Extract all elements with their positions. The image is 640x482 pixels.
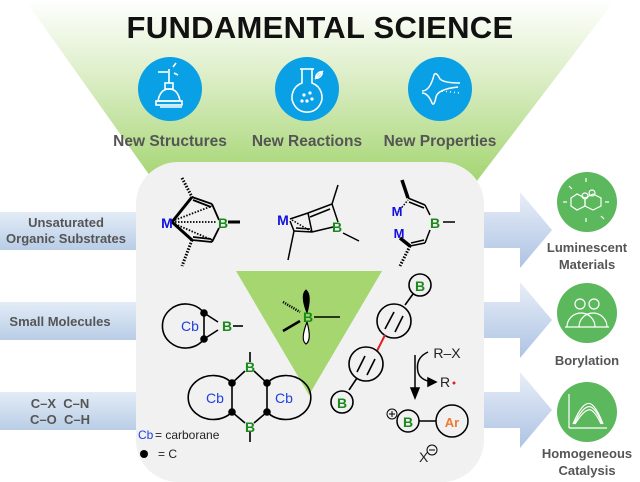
- input-line: C–X C–N: [30, 396, 90, 411]
- output-label-luminescent: Luminescent Materials: [532, 239, 640, 273]
- boron-label: B: [332, 219, 342, 235]
- boron-label: B: [303, 309, 313, 325]
- minus-charge-icon: [426, 444, 438, 456]
- capitol-dome-icon: [155, 62, 183, 108]
- boron-label: B: [415, 278, 425, 294]
- boron-label: B: [218, 215, 228, 231]
- fused-ring-luminescence-icon: [563, 178, 609, 222]
- legend-dot-text: = C: [158, 447, 177, 461]
- input-band-bonds: [0, 392, 140, 430]
- radical-label: R: [440, 374, 450, 390]
- round-flask-icon: [291, 68, 324, 113]
- metal-label: M: [392, 204, 403, 219]
- reactions-circle: [275, 57, 339, 121]
- boron-label: B: [245, 359, 255, 375]
- luminescent-circle: [557, 172, 617, 232]
- input-band-unsaturated: [0, 212, 140, 250]
- properties-circle: [408, 57, 472, 121]
- catalysis-circle: [557, 382, 617, 442]
- top-label-structures: New Structures: [113, 133, 227, 150]
- boron-label: B: [430, 215, 440, 231]
- input-band-small-molecules: [0, 302, 140, 340]
- output-line: Materials: [558, 257, 616, 272]
- carbon-boron-overlap-icon: [565, 298, 609, 328]
- output-label-borylation: Borylation: [554, 353, 620, 368]
- reaction-curve-icon: [568, 394, 607, 429]
- structure-diboryl-biaryl: [330, 273, 432, 414]
- output-arrow: [478, 282, 552, 358]
- output-label-catalysis: Homogeneous Catalysis: [532, 445, 640, 479]
- plus-charge-icon: [386, 408, 398, 420]
- carborane-label: Cb: [206, 390, 224, 406]
- structures-circle: [138, 57, 202, 121]
- input-label-bonds: C–X C–N C–O C–H: [0, 396, 120, 428]
- anion-label: X: [419, 449, 429, 465]
- metal-label: M: [161, 215, 173, 231]
- output-line: Luminescent: [546, 240, 628, 255]
- structure-metal-borole-1: [170, 177, 240, 267]
- output-arrow: [478, 192, 552, 268]
- boron-label: B: [337, 395, 347, 411]
- page-title: FUNDAMENTAL SCIENCE: [126, 10, 514, 45]
- boron-label: B: [222, 318, 232, 334]
- carborane-label: Cb: [275, 390, 293, 406]
- metal-label: M: [394, 226, 405, 241]
- radical-dot: [452, 381, 456, 385]
- output-arrow: [478, 372, 552, 448]
- carbon-dot-icon: [140, 450, 148, 458]
- aryl-label: Ar: [445, 415, 459, 430]
- top-label-reactions: New Reactions: [251, 133, 363, 150]
- halide-reagent-label: R–X: [433, 345, 461, 361]
- input-label-small-molecules: Small Molecules: [9, 314, 111, 329]
- input-line: Organic Substrates: [6, 231, 126, 246]
- legend-cb-text: = carborane: [155, 428, 220, 442]
- structure-dimetal-borane: [397, 179, 455, 267]
- cyclic-voltammogram-icon: [421, 72, 461, 105]
- input-label-unsaturated: Unsaturated Organic Substrates: [0, 215, 132, 247]
- input-line: Unsaturated: [28, 215, 104, 230]
- structure-metal-borole-2: [287, 184, 360, 261]
- metal-label: M: [277, 212, 289, 228]
- output-line: Catalysis: [558, 463, 616, 478]
- structure-radical-scheme: [396, 351, 469, 438]
- structure-bis-carborane-diborine: [187, 352, 312, 442]
- top-label-properties: New Properties: [383, 133, 497, 150]
- boron-label: B: [403, 414, 413, 430]
- carborane-label: Cb: [181, 318, 199, 334]
- boron-label: B: [245, 419, 255, 435]
- structure-trigonal-borane: [282, 289, 340, 345]
- structure-carborane-borirene: [161, 303, 243, 349]
- borylation-circle: [557, 283, 617, 343]
- output-line: Homogeneous: [541, 446, 633, 461]
- legend-cb: Cb: [138, 428, 154, 442]
- input-line: C–O C–H: [30, 412, 90, 427]
